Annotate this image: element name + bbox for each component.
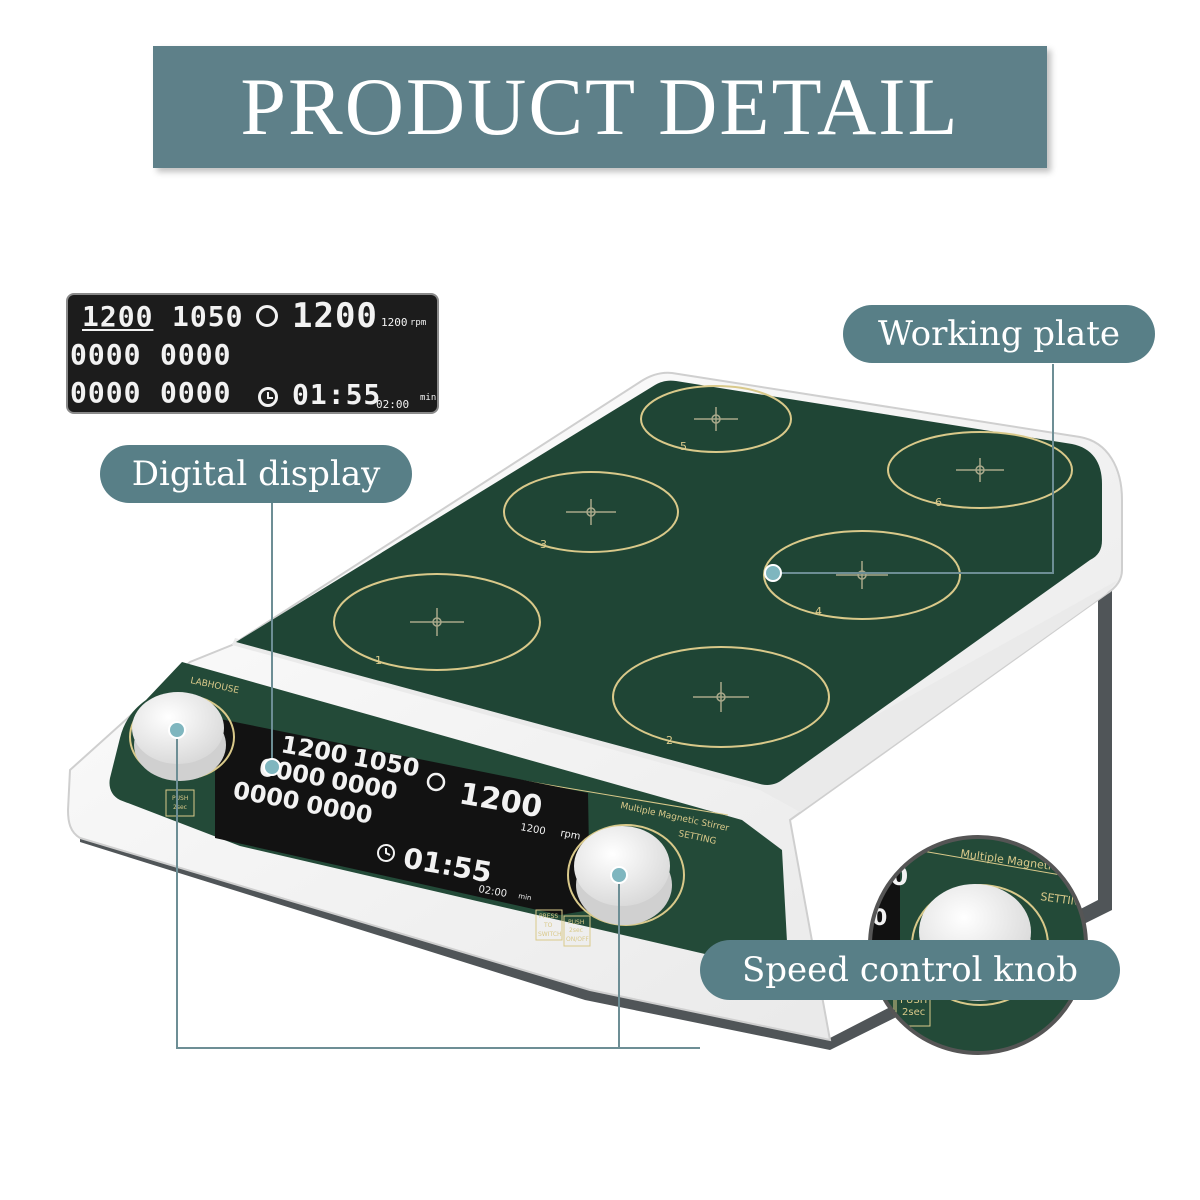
station-number-4: 4 (815, 605, 822, 618)
zoom-push-label-1: PUSH (900, 995, 927, 1006)
zoom-push-label-2: 2sec (902, 1007, 925, 1018)
callout-speed-knob: Speed control knob (700, 940, 1120, 1000)
push-label-1: PUSH (568, 919, 584, 926)
callout-speed-knob-label: Speed control knob (741, 950, 1079, 990)
title-banner: PRODUCT DETAIL (153, 46, 1047, 168)
station-number-3: 3 (540, 538, 547, 551)
lcd-timer: 01:55 (292, 378, 382, 411)
left-push-button (165, 789, 195, 817)
press-label-2: TO (543, 922, 553, 929)
lcd-timer-set: 02:00 (376, 398, 410, 411)
lcd-row2-a: 0000 (70, 338, 142, 371)
push-onoff-button (563, 915, 591, 947)
lcd-row1-unit: rpm (410, 318, 427, 328)
device-lcd (215, 718, 590, 915)
callout-digital-display-label: Digital display (131, 454, 381, 494)
device-lcd-timer-set: 02:00 (477, 884, 507, 900)
left-push-label-2: 2sec (173, 804, 187, 811)
device-lcd-speed-unit: rpm (559, 828, 581, 842)
enlarged-lcd-display: 1200 1050 1200 1200 rpm 0000 0000 0000 0… (66, 293, 439, 414)
lcd-rotation-icon (256, 305, 278, 327)
device-front-slope (232, 580, 1118, 812)
push-label-3: ON/OFF (566, 936, 589, 943)
lcd-row1-b: 1050 (172, 300, 244, 333)
station-number-2: 2 (666, 734, 673, 747)
lcd-row3-b: 0000 (160, 376, 232, 409)
station-6 (887, 431, 1073, 509)
station-5 (640, 385, 792, 453)
lcd-row3-a: 0000 (70, 376, 142, 409)
press-label-3: SWITCH (538, 931, 562, 938)
right-knob (574, 826, 670, 906)
left-push-label-1: PUSH (172, 795, 188, 802)
station-crosshairs (410, 407, 1004, 712)
device-lcd-timer-unit: min (518, 892, 532, 902)
page-title: PRODUCT DETAIL (240, 61, 960, 152)
push-label-2: 2sec (569, 927, 583, 934)
station-number-5: 5 (680, 440, 687, 453)
callout-lines (176, 364, 1054, 1049)
lcd-clock-icon (258, 387, 278, 407)
lcd-row2-b: 0000 (160, 338, 232, 371)
device-lcd-rotation-icon (426, 772, 446, 792)
station-4 (763, 530, 961, 620)
press-label-1: PRESS (539, 913, 558, 920)
lcd-row1-speed: 1200 (292, 296, 378, 336)
lcd-timer-unit: min (420, 393, 437, 403)
callout-digital-display: Digital display (100, 445, 412, 503)
lcd-row1-a: 1200 (82, 300, 154, 333)
station-2 (612, 646, 830, 748)
station-number-6: 6 (935, 496, 942, 509)
press-switch-button (535, 909, 563, 941)
station-number-1: 1 (375, 654, 382, 667)
device-lcd-speed-set: 1200 (519, 822, 546, 837)
device-lcd-clock-icon (377, 844, 395, 862)
station-3 (503, 471, 679, 553)
working-plate (236, 380, 1102, 785)
station-1 (333, 573, 541, 671)
right-knob-ring (567, 824, 685, 926)
lcd-row1-set: 1200 (381, 316, 408, 329)
callout-working-plate: Working plate (843, 305, 1155, 363)
callout-working-plate-label: Working plate (877, 314, 1120, 354)
callout-dots (168, 564, 782, 884)
